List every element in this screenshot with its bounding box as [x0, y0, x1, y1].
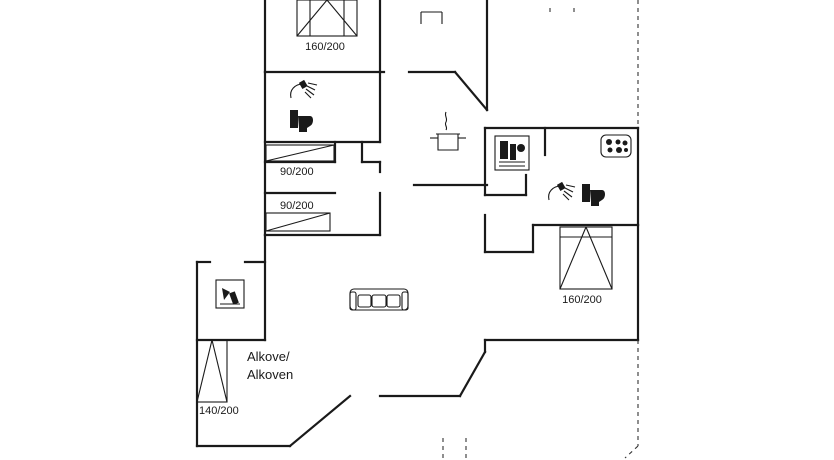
cooking-pot-icon [430, 111, 466, 151]
cooktop-icon [600, 134, 632, 158]
bed-size-label-right: 160/200 [562, 294, 602, 306]
bed-alcove [196, 339, 228, 403]
bed-right [559, 226, 613, 290]
alcove-label-line-2: Alkoven [247, 367, 293, 382]
bunk-bed-1 [265, 144, 335, 162]
shower-icon [290, 79, 318, 99]
bunk-size-label-2: 90/200 [280, 200, 314, 212]
toilet-icon [290, 110, 313, 132]
sofa-icon [349, 288, 409, 311]
terrace-outline [420, 0, 639, 460]
bed-size-label-alcove: 140/200 [199, 405, 239, 417]
dishwasher-icon [494, 135, 530, 171]
alcove-label-line-1: Alkove/ [247, 349, 290, 364]
toilet-icon [582, 184, 605, 206]
bunk-size-label-1: 90/200 [280, 166, 314, 178]
bunk-bed-2 [265, 212, 331, 232]
walls [195, 0, 640, 448]
bed-top [296, 0, 358, 37]
bed-size-label: 160/200 [305, 41, 345, 53]
washing-machine-icon [215, 279, 245, 309]
shower-icon [548, 181, 576, 201]
